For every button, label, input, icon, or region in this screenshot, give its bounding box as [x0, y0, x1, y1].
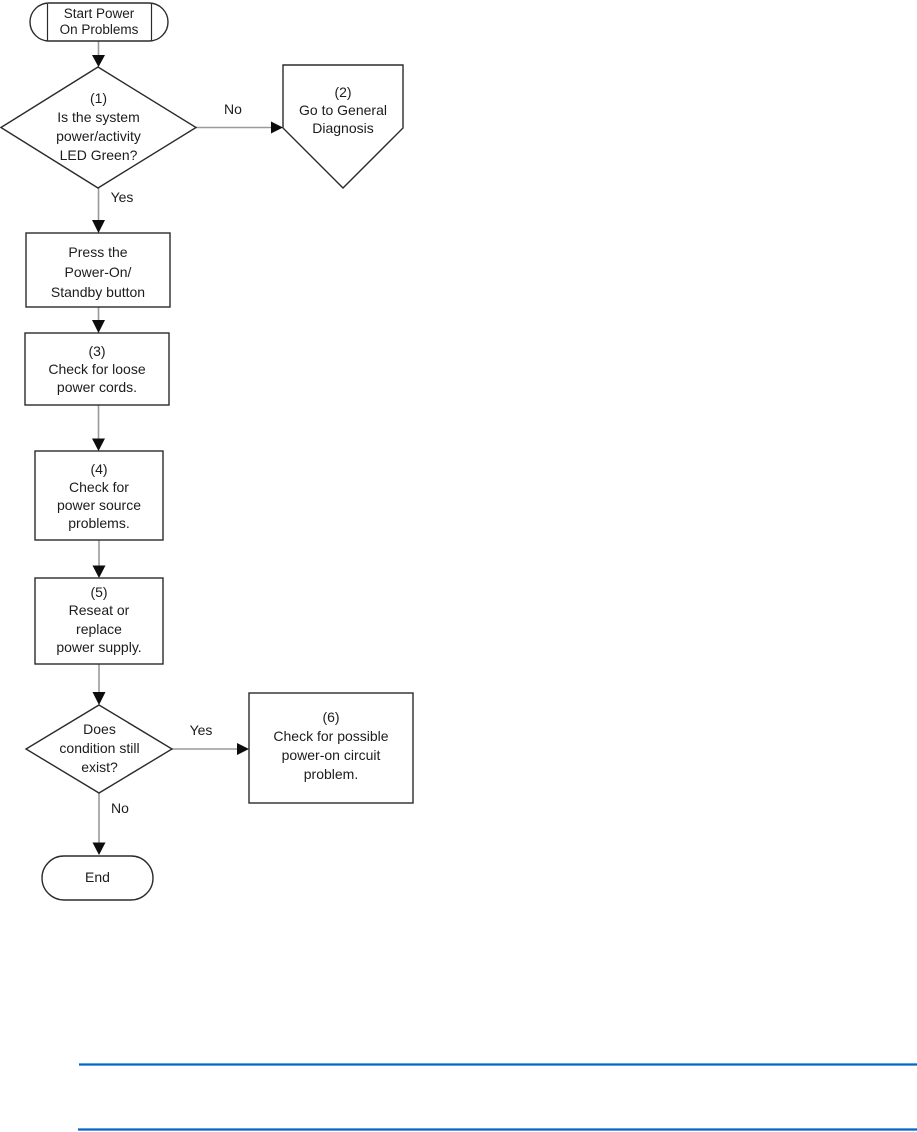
process-press-box-shape — [25, 232, 171, 308]
start-node-label: Start Power On Problems — [59, 6, 139, 37]
edge-label-decision1-no: No — [224, 101, 242, 117]
process3-label: (3) Check for loose power cords. — [48, 343, 146, 395]
process-press-label: Press the Power-On/ Standby button — [50, 244, 146, 300]
decision2-diamond-shape — [24, 704, 174, 794]
process4-label: (4) Check for power source problems. — [56, 461, 142, 531]
offpage-connector2-label: (2) Go to General Diagnosis — [299, 84, 387, 136]
process6-box-shape — [248, 692, 414, 804]
arrowhead-decision2-no — [92, 842, 106, 855]
offpage-connector2-shape — [282, 64, 404, 189]
decision1-diamond-shape — [0, 66, 198, 189]
process5-label: (5) Reseat or replace power supply. — [56, 584, 142, 655]
arrowhead-decision1-no — [271, 121, 283, 134]
arrowhead-decision1-yes — [92, 220, 105, 233]
edge-label-decision2-yes: Yes — [189, 722, 213, 738]
edge-label-decision2-no: No — [111, 800, 129, 816]
arrowhead-press-to-process3 — [92, 320, 105, 333]
arrowhead-start-to-decision1 — [92, 55, 105, 67]
start-terminator-shape — [29, 2, 169, 42]
arrowhead-process4-to-process5 — [92, 565, 106, 578]
arrowhead-process5-to-decision2 — [92, 692, 106, 705]
arrowhead-decision2-yes — [237, 743, 249, 755]
edge-label-decision1-yes: Yes — [110, 189, 134, 205]
decision2-label: Does condition still exist? — [59, 721, 140, 775]
end-node-label: End — [85, 869, 110, 885]
process3-box-shape — [24, 332, 170, 406]
decision1-label: (1) Is the system power/activity LED Gre… — [56, 90, 141, 163]
end-terminator-shape — [41, 855, 154, 901]
process5-box-shape — [34, 577, 164, 665]
process4-box-shape — [34, 450, 164, 541]
process6-label: (6) Check for possible power-on circuit … — [273, 709, 389, 782]
arrowhead-process3-to-process4 — [92, 438, 105, 451]
